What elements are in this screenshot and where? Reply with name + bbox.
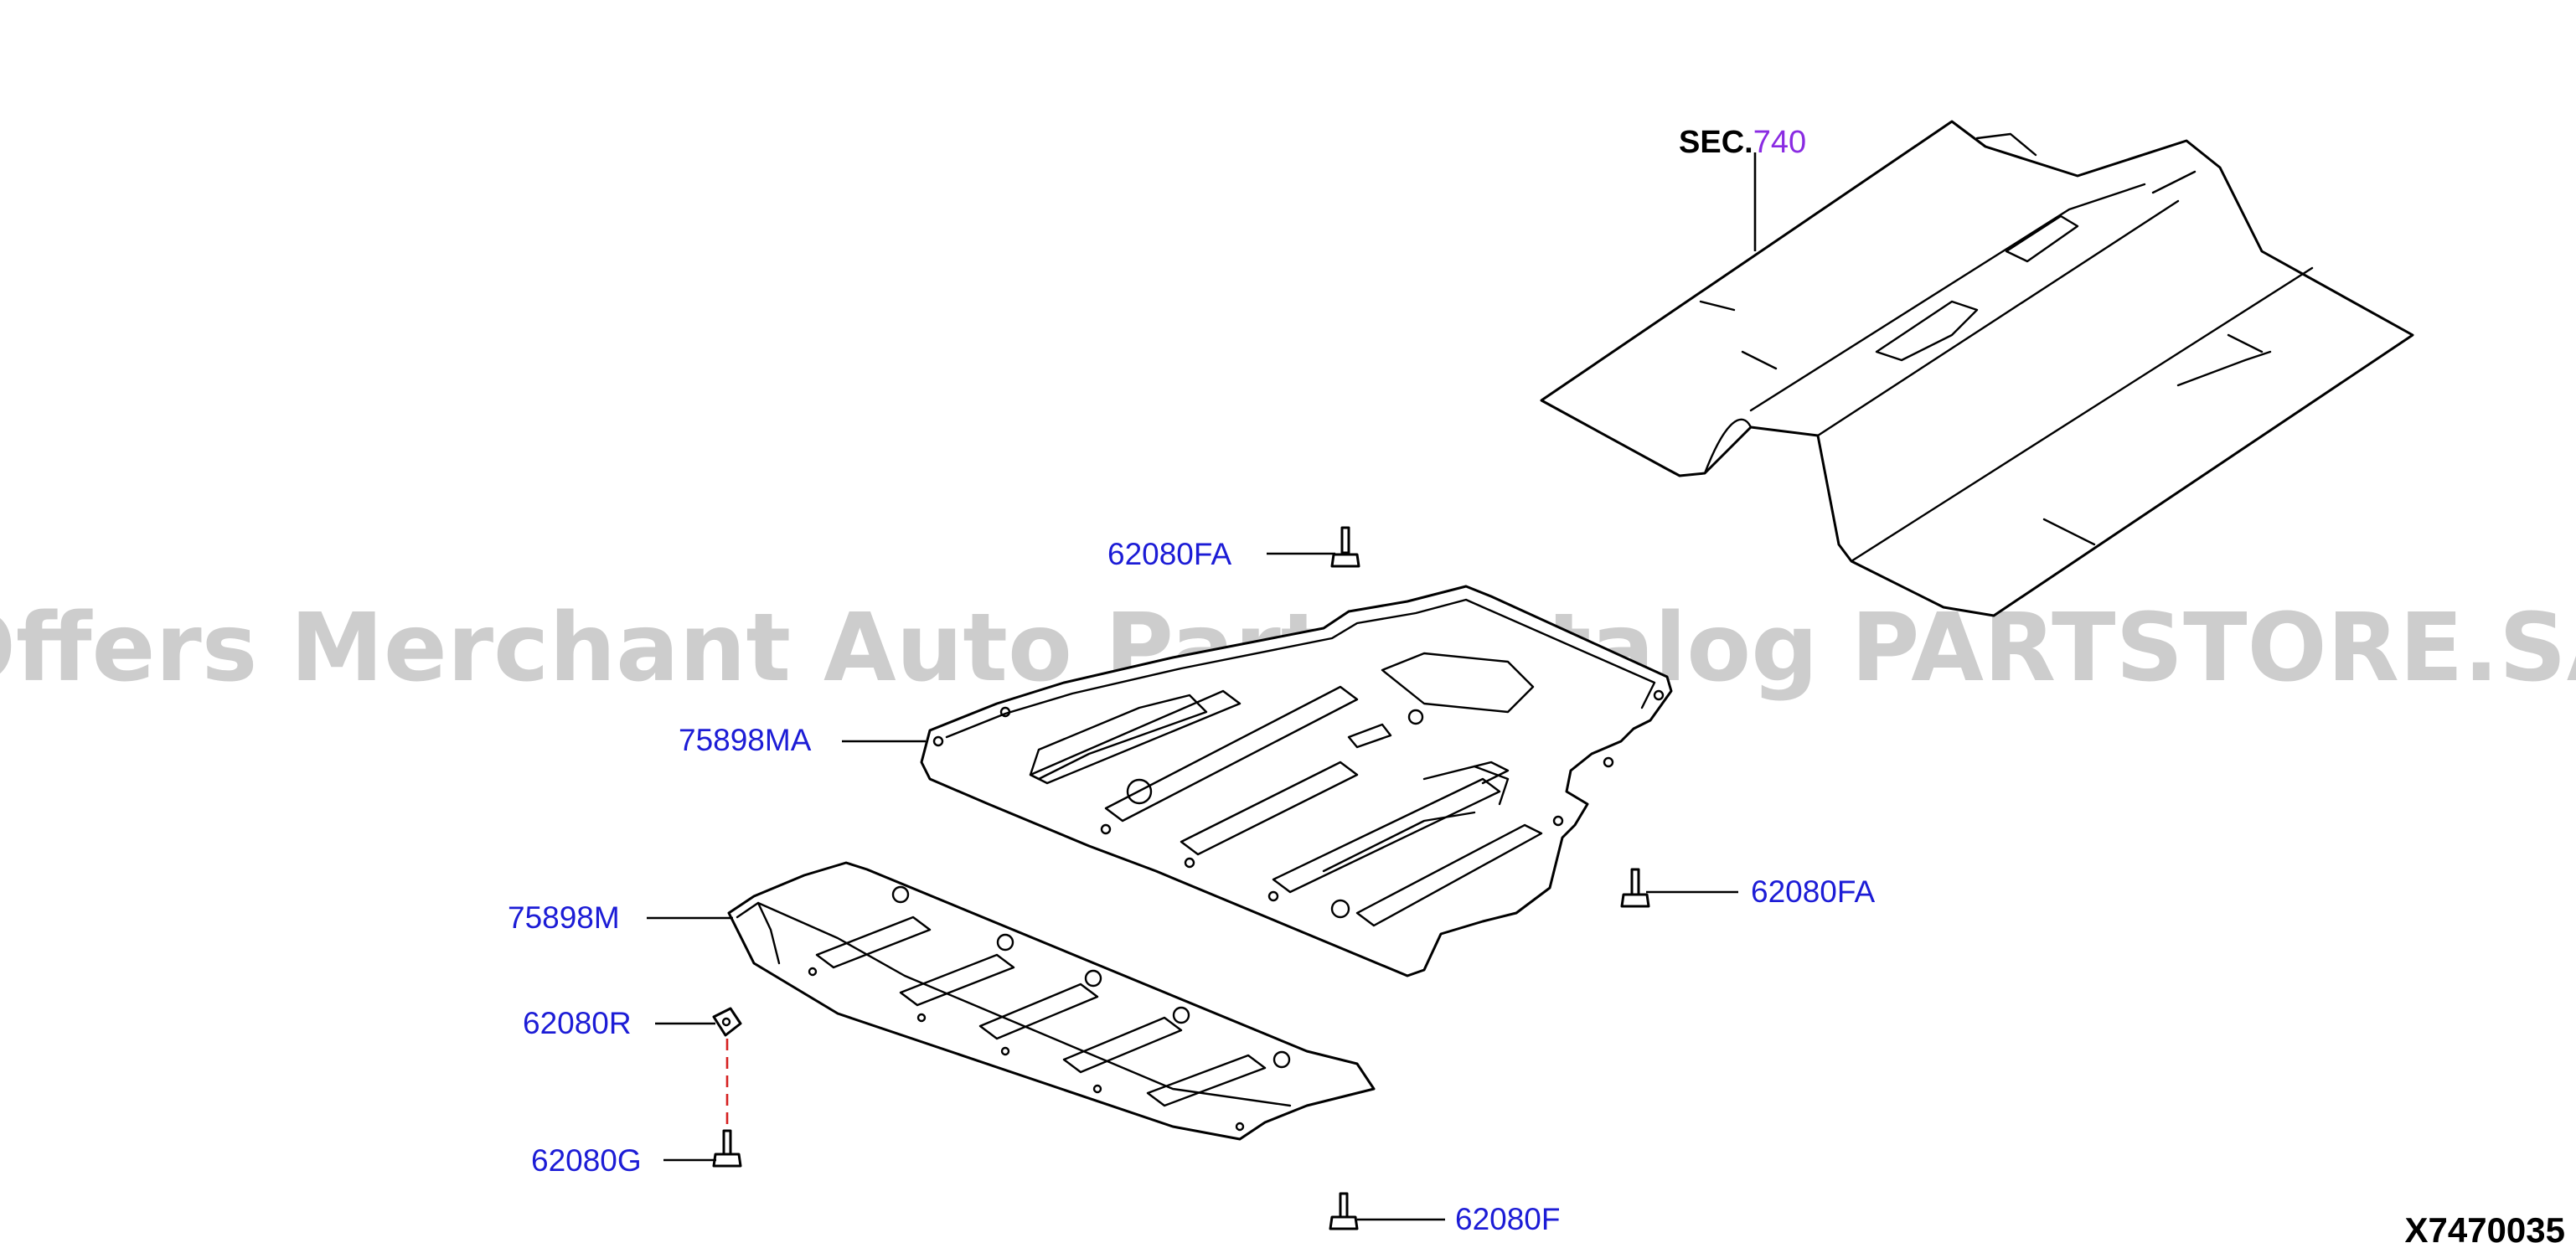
part-label-62080fa-top[interactable]: 62080FA xyxy=(1107,537,1231,571)
bolt-62080f-bottom-icon xyxy=(1329,1192,1359,1230)
bolt-62080g-icon xyxy=(712,1129,742,1168)
diagram-code: X7470035 xyxy=(2404,1210,2565,1243)
bolt-62080fa-right-icon xyxy=(1620,868,1650,908)
part-label-62080fa-right[interactable]: 62080FA xyxy=(1751,874,1875,909)
part-label-75898m[interactable]: 75898M xyxy=(508,900,620,935)
bolt-62080fa-top-icon xyxy=(1330,526,1360,568)
part-label-75898ma[interactable]: 75898MA xyxy=(679,723,812,757)
upper-under-cover-illustration xyxy=(920,585,1673,977)
part-label-62080f[interactable]: 62080F xyxy=(1455,1202,1561,1236)
section-reference-label[interactable]: SEC.740 xyxy=(1679,125,1806,160)
part-label-62080g[interactable]: 62080G xyxy=(531,1143,642,1178)
floor-panel-illustration xyxy=(1540,120,2414,617)
lower-under-cover-illustration xyxy=(727,861,1376,1141)
part-label-62080r[interactable]: 62080R xyxy=(523,1006,632,1040)
clip-nut-62080r-icon xyxy=(712,1007,742,1037)
